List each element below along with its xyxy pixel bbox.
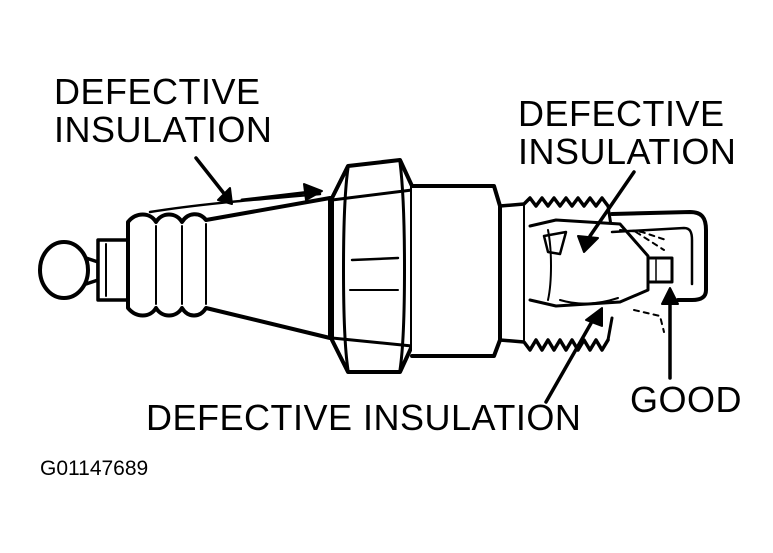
label-good: GOOD	[630, 379, 743, 420]
arrow-top-right	[577, 170, 636, 253]
terminal-stud	[96, 238, 130, 302]
insulator-nose	[528, 218, 650, 308]
hex-nut	[330, 158, 414, 374]
center-electrode	[646, 256, 674, 284]
figure-id: G01147689	[40, 457, 149, 480]
label-top-right-line2: INSULATION	[518, 131, 737, 172]
shell-body	[410, 184, 502, 358]
arrow-good	[661, 287, 679, 380]
deposit-marks	[619, 229, 667, 333]
label-top-left-line1: DEFECTIVE	[54, 71, 261, 112]
label-top-right-line1: DEFECTIVE	[518, 93, 725, 134]
label-bottom: DEFECTIVE INSULATION	[146, 397, 582, 438]
terminal-nut	[38, 240, 100, 300]
label-top-left-line2: INSULATION	[54, 109, 273, 150]
ground-electrode	[610, 210, 708, 302]
threaded-section	[498, 196, 614, 352]
arrow-top-left	[194, 156, 323, 205]
ribbed-insulator	[126, 192, 332, 340]
arrow-bottom	[544, 307, 603, 404]
